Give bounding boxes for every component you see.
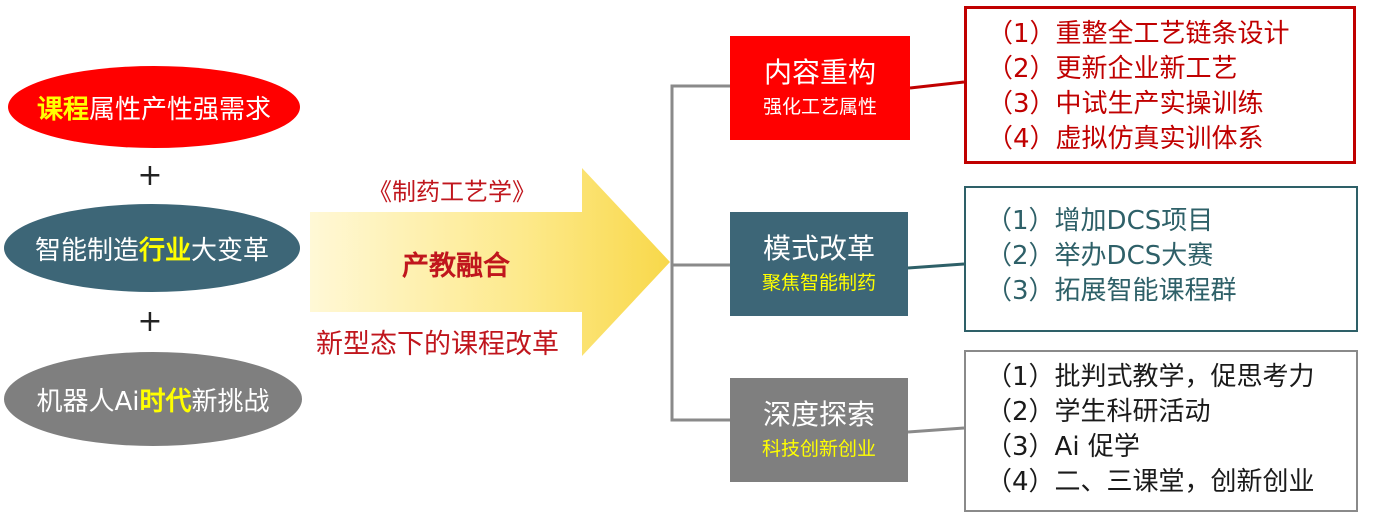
content-reconstruction-box: 内容重构 强化工艺属性 xyxy=(730,36,910,140)
content-items-box: （1）重整全工艺链条设计 （2）更新企业新工艺 （3）中试生产实操训练 （4）虚… xyxy=(964,6,1356,164)
deep-exploration-box: 深度探索 科技创新创业 xyxy=(730,378,908,482)
industry-rest: 大变革 xyxy=(191,235,270,266)
exploration-items-box: （1）批判式教学，促思考力 （2）学生科研活动 （3）Ai 促学 （4）二、三课… xyxy=(964,350,1358,512)
content-reconstruction-subtitle: 强化工艺属性 xyxy=(762,96,877,118)
list-item: （4）二、三课堂，创新创业 xyxy=(986,467,1315,497)
list-item: （3）拓展智能课程群 xyxy=(986,276,1237,306)
era-rest: 新挑战 xyxy=(191,386,270,417)
list-item: （1）批判式教学，促思考力 xyxy=(986,362,1315,392)
deep-exploration-subtitle: 科技创新创业 xyxy=(761,438,876,460)
plus-sign-1: + xyxy=(137,158,163,193)
content-reconstruction-title: 内容重构 xyxy=(763,56,876,89)
list-item: （1）增加DCS项目 xyxy=(986,206,1214,236)
list-item: （2）更新企业新工艺 xyxy=(987,54,1238,84)
mode-reform-title: 模式改革 xyxy=(762,232,875,265)
list-item: （3）中试生产实操训练 xyxy=(987,89,1264,119)
mode-reform-box: 模式改革 聚焦智能制药 xyxy=(730,212,908,316)
era-highlight: 时代 xyxy=(139,386,192,417)
industry-pre: 智能制造 xyxy=(34,235,139,266)
course-rest: 属性产性强需求 xyxy=(89,94,272,125)
course-title: 《制药工艺学》 xyxy=(368,178,536,206)
list-item: （2）学生科研活动 xyxy=(986,397,1211,427)
course-need-ellipse: 课程属性产性强需求 xyxy=(8,66,300,148)
industry-change-ellipse: 智能制造行业大变革 xyxy=(4,204,300,292)
list-item: （2）举办DCS大赛 xyxy=(986,241,1214,271)
industry-highlight: 行业 xyxy=(138,235,191,266)
fusion-label: 产教融合 xyxy=(402,251,510,282)
mode-reform-subtitle: 聚焦智能制药 xyxy=(761,272,876,294)
list-item: （1）重整全工艺链条设计 xyxy=(987,19,1290,49)
reform-label: 新型态下的课程改革 xyxy=(316,329,559,360)
list-item: （4）虚拟仿真实训体系 xyxy=(987,124,1264,154)
mode-items-box: （1）增加DCS项目 （2）举办DCS大赛 （3）拓展智能课程群 xyxy=(964,186,1358,332)
list-item: （3）Ai 促学 xyxy=(986,432,1140,462)
course-highlight: 课程 xyxy=(36,94,89,125)
deep-exploration-title: 深度探索 xyxy=(762,398,875,431)
plus-sign-2: + xyxy=(137,304,163,339)
era-pre: 机器人Ai xyxy=(36,386,140,417)
